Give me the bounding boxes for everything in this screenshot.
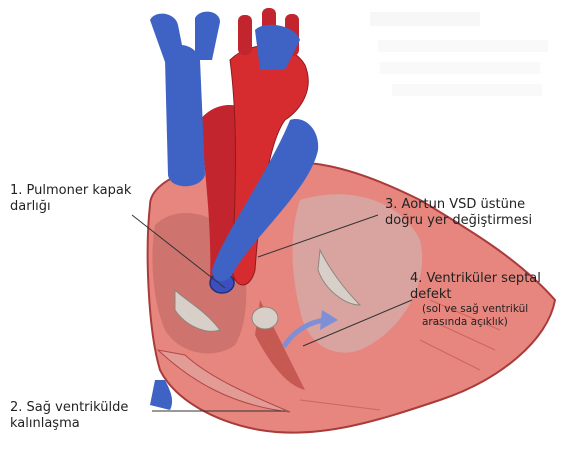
label-pulmonary-valve-line2: darlığı [10, 199, 131, 215]
label-vsd-line1: 4. Ventriküler septal [410, 271, 541, 287]
label-vsd-line3: (sol ve sağ ventrikül [422, 303, 541, 316]
label-aorta-line1: 3. Aortun VSD üstüne [385, 197, 532, 213]
label-ventricular-septal-defect: 4. Ventriküler septal defekt (sol ve sağ… [410, 271, 541, 329]
label-vsd-line2: defekt [410, 287, 541, 303]
label-right-ventricle-thickening: 2. Sağ ventrikülde kalınlaşma [10, 400, 128, 432]
label-aorta-line2: doğru yer değiştirmesi [385, 213, 532, 229]
label-pulmonary-valve-line1: 1. Pulmoner kapak [10, 183, 131, 199]
label-right-ventricle-line2: kalınlaşma [10, 416, 128, 432]
label-vsd-line4: arasında açıklık) [422, 316, 541, 329]
label-aortic-displacement: 3. Aortun VSD üstüne doğru yer değiştirm… [385, 197, 532, 229]
label-right-ventricle-line1: 2. Sağ ventrikülde [10, 400, 128, 416]
label-pulmonary-valve-stenosis: 1. Pulmoner kapak darlığı [10, 183, 131, 215]
faded-background-text [370, 12, 548, 96]
